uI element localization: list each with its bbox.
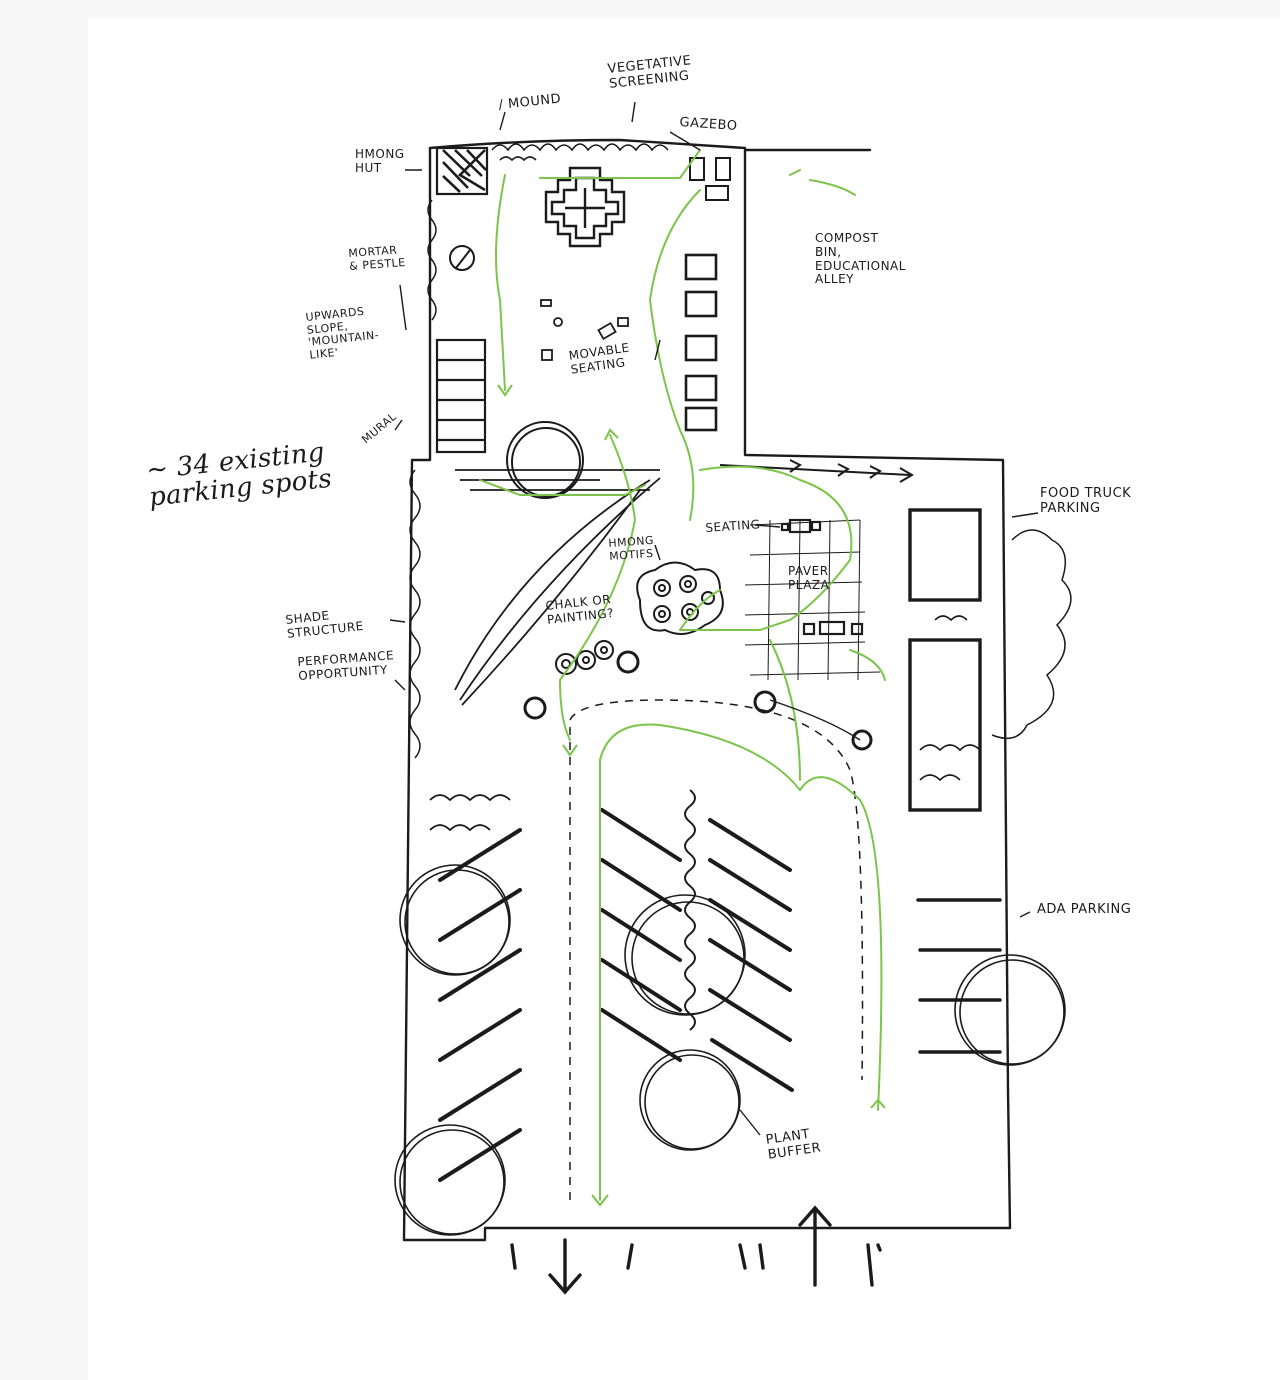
hmong-hut — [435, 146, 489, 196]
site-outline — [402, 138, 1012, 1242]
food-truck-trees — [991, 529, 1072, 740]
label-upwards-slope: UPWARDS SLOPE, 'MOUNTAIN- LIKE' — [304, 304, 380, 362]
circulation-paths — [479, 149, 886, 1201]
ada-parking-stripes — [916, 898, 1002, 1054]
label-hmong-motifs: HMONG MOTIFS — [607, 533, 655, 563]
plaza-benches — [780, 518, 864, 636]
drive-lane — [569, 699, 864, 1200]
bottom-left-vegetation — [429, 794, 511, 832]
hmong-cross-motif — [544, 166, 626, 248]
top-edge-line — [428, 138, 747, 150]
left-vegetation — [409, 199, 437, 759]
plant-buffer — [684, 789, 696, 1031]
parking-stripes-left — [438, 828, 522, 1182]
parking-stripes-center — [600, 808, 794, 1092]
paver-plaza-grid — [744, 519, 881, 681]
label-leaders — [389, 101, 1039, 1136]
vegetative-screening — [491, 143, 669, 162]
label-food-truck-parking: FOOD TRUCK PARKING — [1040, 486, 1132, 516]
shade-structure — [454, 469, 661, 706]
trees — [394, 864, 1066, 1236]
compost-bins — [684, 253, 718, 432]
food-truck-parking — [908, 508, 982, 812]
mural — [435, 338, 487, 454]
gazebo — [689, 157, 731, 201]
label-compost-bin: COMPOST BIN, EDUCATIONAL ALLEY — [815, 231, 906, 287]
mortar-pestle — [449, 245, 475, 271]
circulation-arrowheads — [497, 384, 886, 1207]
site-boundary — [402, 146, 1012, 1242]
entrance-arrows — [510, 1205, 882, 1295]
label-ada-parking: ADA PARKING — [1037, 902, 1132, 917]
chalk-swirls — [555, 640, 640, 675]
movable-seating-blocks — [540, 299, 629, 361]
label-mortar-pestle: MORTAR & PESTLE — [347, 243, 407, 273]
label-paver-plaza: PAVER PLAZA — [788, 564, 830, 592]
paper-sheet — [88, 18, 1280, 1380]
label-hmong-hut: HMONG HUT — [355, 147, 405, 175]
